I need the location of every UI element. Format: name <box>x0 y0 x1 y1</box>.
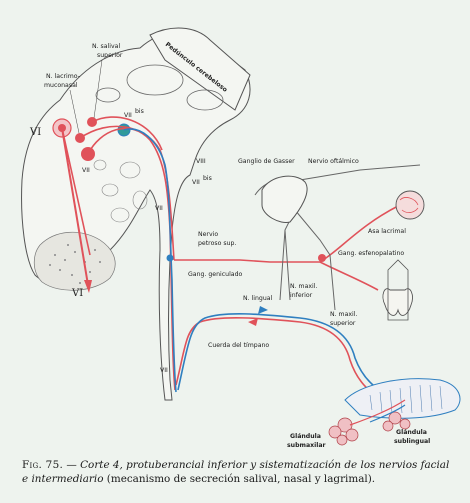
label-vi-bottom: VI <box>71 288 83 299</box>
label-glandula-sublingual-1: Glándula <box>396 428 427 436</box>
label-nervio-oftalmico: Nervio oftálmico <box>308 157 359 165</box>
label-gang-esfenopalatino: Gang. esfenopalatino <box>338 250 404 257</box>
label-vii-bis-mid: VII <box>192 179 200 186</box>
caption-dash: — <box>63 459 80 471</box>
label-n-lingual: N. lingual <box>243 295 273 302</box>
caption-normal: (mecanismo de secreción salival, nasal y… <box>103 473 375 485</box>
label-cuerda-timpano: Cuerda del tímpano <box>208 341 269 349</box>
label-n-maxil-superior-2: superior <box>330 320 356 327</box>
gang-geniculado <box>167 255 174 262</box>
label-vii-bis-top: VII <box>124 112 132 119</box>
label-vii-nucleus: VII <box>82 167 90 174</box>
label-vii-mid: VII <box>155 205 163 212</box>
cuerda-arrowhead <box>248 318 258 326</box>
label-gang-geniculado: Gang. geniculado <box>188 271 243 278</box>
label-n-lacrimo-1: N. lacrimo- <box>46 73 80 80</box>
label-vii-bis-top-sup: bis <box>135 108 144 115</box>
label-n-maxil-superior-1: N. maxil. <box>330 311 357 318</box>
figure-caption: Fig. 75. — Corte 4, protuberancial infer… <box>22 458 452 486</box>
tongue <box>345 379 460 419</box>
label-nervio-petroso-2: petroso sup. <box>198 240 236 247</box>
label-glandula-submaxilar-1: Glándula <box>290 432 321 440</box>
blue-arrowhead <box>258 306 268 314</box>
label-asa-lacrimal: Asa lacrimal <box>368 228 406 235</box>
label-glandula-submaxilar-2: submaxilar <box>287 442 327 449</box>
label-n-maxil-inferior-1: N. maxil. <box>290 283 317 290</box>
glandula-submaxilar <box>329 418 358 445</box>
label-n-maxil-inferior-2: inferior <box>290 292 313 299</box>
label-n-salival-1: N. salival <box>92 43 120 50</box>
ganglio-gasser <box>262 176 307 222</box>
label-glandula-sublingual-2: sublingual <box>394 438 430 445</box>
label-vii-bis-mid-sup: bis <box>203 175 212 182</box>
label-n-salival-2: superior <box>97 52 123 59</box>
label-ganglio-gasser: Ganglio de Gasser <box>238 158 295 165</box>
gang-esfenopalatino <box>318 254 326 262</box>
label-viii: VIII <box>196 158 206 165</box>
lacrimal-gland <box>396 191 424 219</box>
label-vii-bottom: VII <box>160 367 168 374</box>
label-nervio-petroso-1: Nervio <box>198 231 218 238</box>
label-vi-left: VI <box>29 127 41 138</box>
label-n-lacrimo-2: muconasal <box>44 82 78 89</box>
caption-fig: Fig. 75. <box>22 459 63 471</box>
